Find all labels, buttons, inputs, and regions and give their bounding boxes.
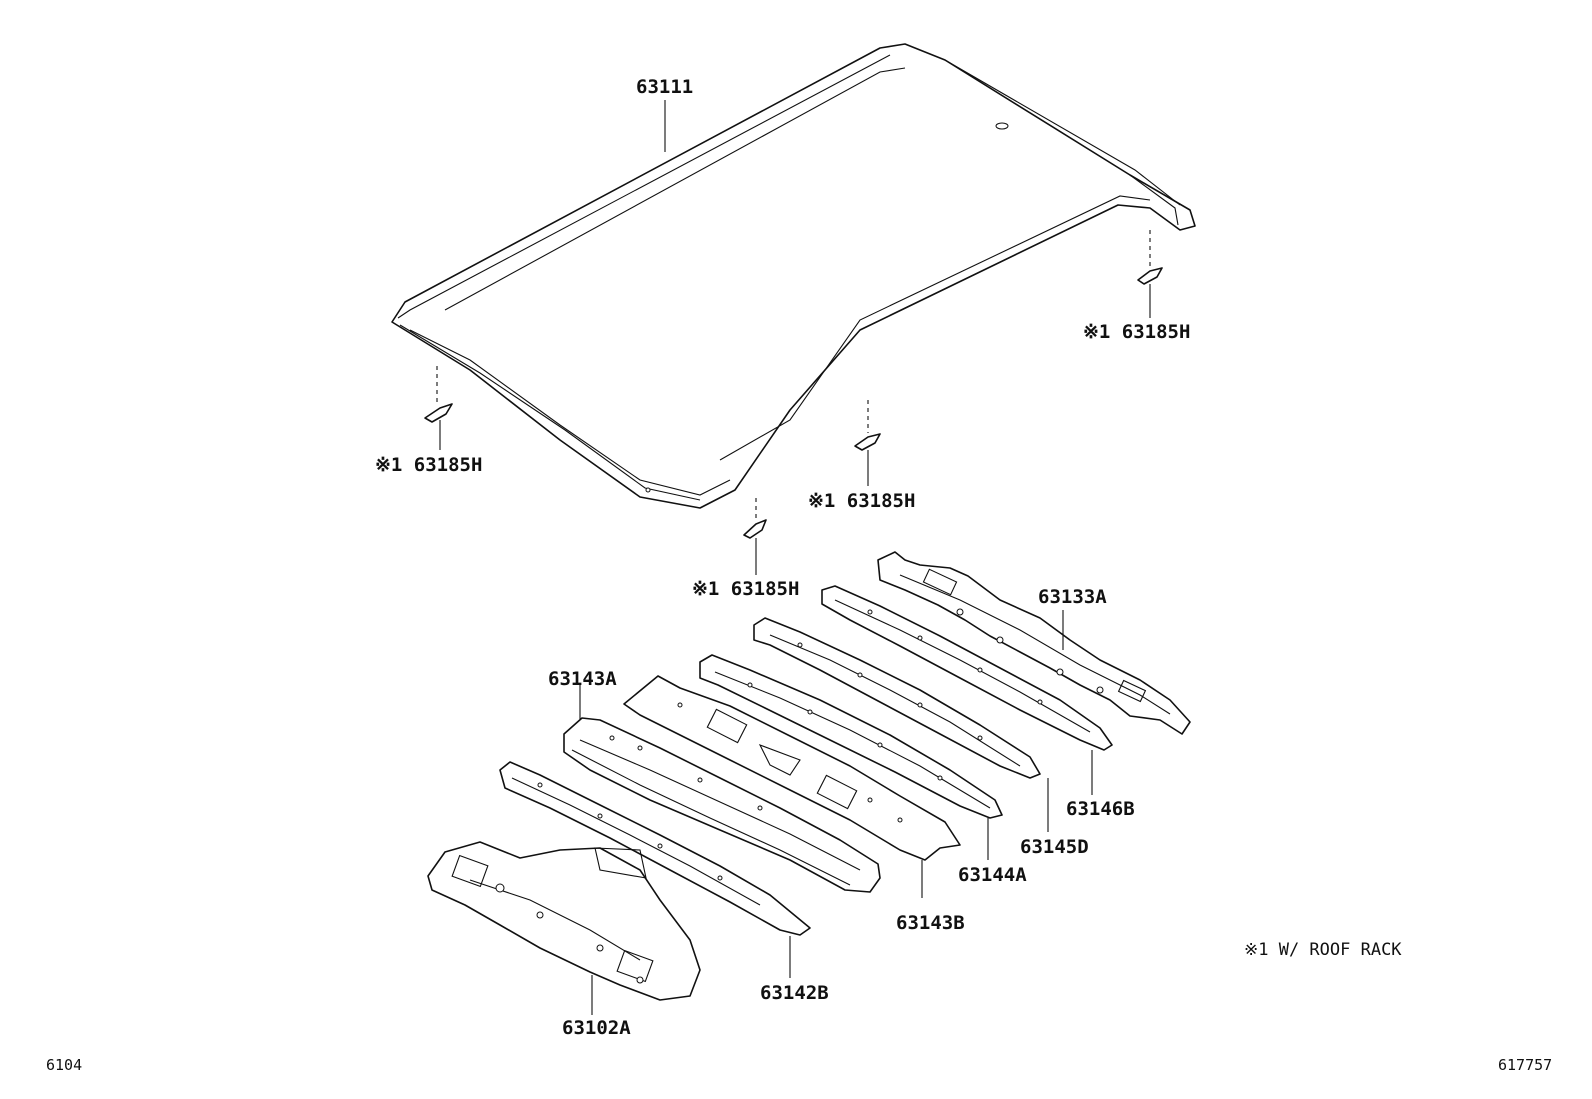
label-header-63143a[interactable]: 63143A (548, 668, 617, 690)
clip-rear-right (1137, 230, 1163, 318)
label-clip-front-left[interactable]: ※1 63185H (375, 454, 483, 476)
page-code-left: 6104 (46, 1056, 83, 1074)
label-panel-63102a[interactable]: 63102A (562, 1017, 631, 1039)
bow-63146b (821, 585, 1113, 751)
bow-63142b (499, 761, 811, 936)
page-code-right: 617757 (1498, 1056, 1553, 1074)
label-clip-front-mid[interactable]: ※1 63185H (692, 578, 800, 600)
header-63143a (563, 717, 881, 893)
panel-63102a (427, 841, 701, 1001)
label-bow-63145d[interactable]: 63145D (1020, 836, 1089, 858)
label-bow-63146b[interactable]: 63146B (1066, 798, 1135, 820)
label-bow-63133a[interactable]: 63133A (1038, 586, 1107, 608)
clip-front-mid (743, 498, 767, 575)
label-clip-mid-right[interactable]: ※1 63185H (808, 490, 916, 512)
bow-63145d (753, 617, 1041, 779)
label-bow-63142b[interactable]: 63142B (760, 982, 829, 1004)
bow-63133a (877, 551, 1191, 735)
bow-63144a (699, 654, 1003, 819)
label-bow-63144a[interactable]: 63144A (958, 864, 1027, 886)
label-roof-panel[interactable]: 63111 (636, 76, 694, 98)
label-bow-63143b[interactable]: 63143B (896, 912, 965, 934)
clip-mid-right (854, 400, 881, 486)
bow-63143b (623, 675, 961, 861)
legend-note: ※1 W/ ROOF RACK (1244, 940, 1402, 960)
label-clip-rear-right[interactable]: ※1 63185H (1083, 321, 1191, 343)
roof-panel (391, 43, 1196, 509)
clip-front-left (424, 366, 453, 450)
